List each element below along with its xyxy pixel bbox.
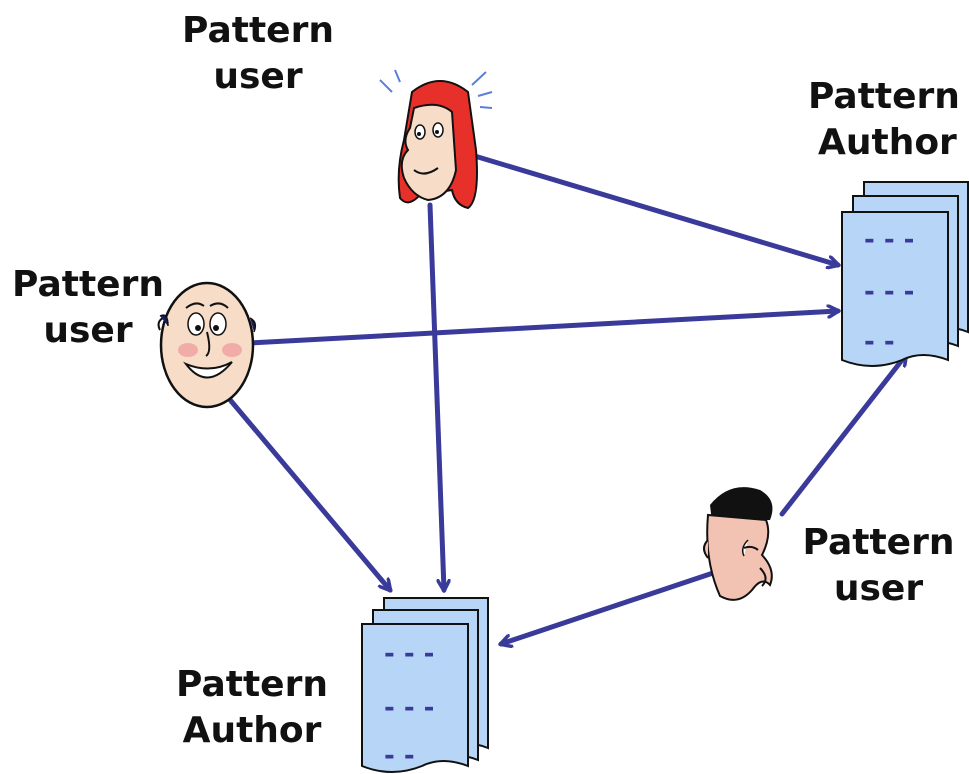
label-pattern-author-top: Pattern Author [808, 74, 969, 166]
label-line: Author [818, 122, 957, 163]
doc-dash-line: - - - [864, 225, 914, 255]
doc-dash-line: - - - [864, 277, 914, 307]
arrow-bald-to-author-bottom [223, 392, 393, 590]
arrows [223, 151, 909, 644]
label-pattern-user-top: Pattern user [168, 8, 348, 100]
doc-dash-line: - - - [384, 693, 434, 723]
arrow-man-to-author-bottom [501, 569, 719, 644]
doc-dash-line: - - [384, 741, 415, 771]
label-line: Pattern [182, 10, 334, 51]
doc-dash-line: - - [864, 327, 895, 357]
label-line: Pattern [176, 664, 328, 705]
label-line: Pattern [808, 76, 960, 117]
label-line: user [833, 568, 924, 609]
label-line: user [43, 310, 133, 351]
bald-man-face-icon [157, 281, 257, 409]
woman-face-icon [379, 69, 493, 210]
man-face-icon [703, 487, 773, 601]
label-line: Pattern [12, 264, 164, 305]
document-stack-icon: - - - - - - - - [841, 181, 969, 367]
document-stack-icon: - - - - - - - - [361, 597, 489, 773]
arrow-woman-to-author-bottom [427, 202, 444, 590]
label-line: user [213, 56, 303, 97]
arrow-man-to-author-top [779, 355, 909, 517]
arrow-bald-to-author-top [247, 311, 838, 346]
label-pattern-author-bottom: Pattern Author [162, 662, 342, 754]
arrow-woman-to-author-top [465, 151, 838, 265]
doc-dash-line: - - - [384, 639, 434, 669]
label-pattern-user-left: Pattern user [0, 262, 176, 354]
label-line: Pattern [802, 522, 955, 563]
label-pattern-user-right: Pattern user [788, 520, 969, 612]
label-line: Author [182, 710, 322, 751]
